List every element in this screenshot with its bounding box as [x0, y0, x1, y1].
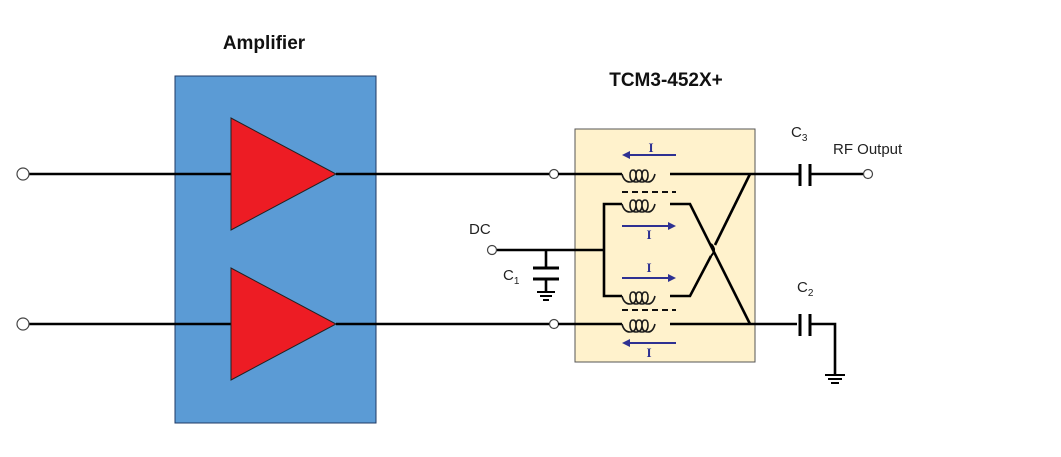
wire [602, 202, 622, 250]
amplifier-title: Amplifier [223, 33, 306, 54]
inductor-bottom-secondary [621, 291, 656, 305]
inductor-bottom-primary [621, 319, 656, 333]
input-terminal-top [16, 167, 30, 181]
current-label: I [648, 140, 653, 155]
amplifier-triangle-bottom [230, 267, 338, 381]
crossover-hop [710, 243, 715, 257]
c3-label: C3 [791, 124, 808, 144]
amplifier-box [174, 75, 377, 424]
amplifier-triangle-top [230, 117, 338, 231]
c2-label: C2 [797, 279, 814, 299]
wire [670, 255, 713, 298]
rf-output-label: RF Output [833, 141, 903, 158]
dc-label: DC [469, 221, 491, 238]
c1-label: C1 [503, 267, 520, 287]
inductor-top-primary [621, 169, 656, 183]
device-title: TCM3-452X+ [609, 70, 723, 91]
input-terminal-bottom [16, 317, 30, 331]
device-box [574, 128, 756, 363]
device-port-top [548, 168, 560, 180]
wire [810, 322, 837, 375]
rf-output-terminal [862, 168, 874, 180]
current-label: I [646, 345, 651, 360]
device-port-bottom [548, 318, 560, 330]
wire [713, 173, 752, 246]
dc-terminal [486, 244, 498, 256]
wire [602, 250, 622, 298]
inductor-top-secondary [621, 199, 656, 213]
wire [670, 202, 752, 325]
current-label: I [646, 227, 651, 242]
current-label: I [646, 260, 651, 275]
